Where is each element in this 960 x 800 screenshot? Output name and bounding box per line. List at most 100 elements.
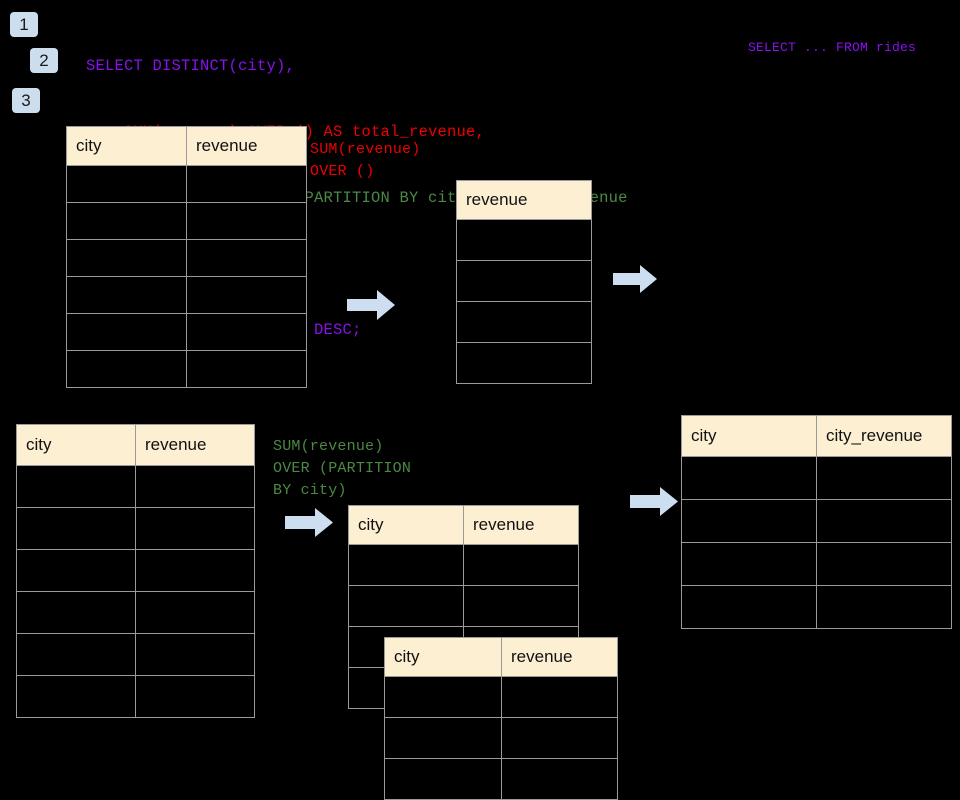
cell-revenue xyxy=(135,507,255,550)
cell-city xyxy=(16,507,136,550)
column-header-revenue: revenue xyxy=(456,180,592,220)
step-badge-3: 3 xyxy=(12,88,40,113)
table-row xyxy=(66,276,307,314)
cell-city xyxy=(16,549,136,592)
cell-city-revenue xyxy=(816,585,952,629)
cell-revenue xyxy=(501,758,618,800)
table-row xyxy=(681,499,952,543)
column-header-city: city xyxy=(348,505,464,545)
cell-city xyxy=(348,544,464,586)
table-row xyxy=(384,717,618,759)
table-row xyxy=(66,313,307,351)
cell-city-revenue xyxy=(816,499,952,543)
cell-revenue xyxy=(135,465,255,508)
table-row xyxy=(348,544,579,586)
table-header-row: city revenue xyxy=(384,637,618,677)
column-header-revenue: revenue xyxy=(135,424,255,466)
table-row xyxy=(66,165,307,203)
table-row xyxy=(456,342,592,384)
cell-city xyxy=(384,717,502,759)
cell-city xyxy=(16,465,136,508)
table-header-row: revenue xyxy=(456,180,592,220)
column-header-city: city xyxy=(16,424,136,466)
cell-revenue xyxy=(463,585,579,627)
sql-line-1: SELECT DISTINCT(city), xyxy=(86,57,296,75)
table-header-row: city revenue xyxy=(66,126,307,166)
column-header-city: city xyxy=(681,415,817,457)
arrow-source-to-total xyxy=(347,290,395,320)
table-row xyxy=(456,260,592,302)
table-row xyxy=(66,202,307,240)
cell-revenue xyxy=(135,633,255,676)
cell-city xyxy=(681,542,817,586)
cell-revenue xyxy=(135,591,255,634)
cell-revenue xyxy=(501,676,618,718)
step-badge-2: 2 xyxy=(30,48,58,73)
table-row xyxy=(16,507,255,550)
cell-city xyxy=(384,676,502,718)
table-total-revenue: revenue xyxy=(456,180,592,384)
column-header-city-revenue: city_revenue xyxy=(816,415,952,457)
cell-city xyxy=(16,591,136,634)
table-header-row: city revenue xyxy=(16,424,255,466)
column-header-revenue: revenue xyxy=(501,637,618,677)
table-partition-back: city revenue xyxy=(348,505,579,709)
table-row xyxy=(384,758,618,800)
cell-revenue xyxy=(456,301,592,343)
cell-revenue xyxy=(186,350,307,388)
column-header-city: city xyxy=(66,126,187,166)
table-result: city city_revenue xyxy=(681,415,952,629)
table-row xyxy=(16,465,255,508)
cell-city xyxy=(66,202,187,240)
cell-city-revenue xyxy=(816,542,952,586)
table-row xyxy=(16,591,255,634)
cell-revenue xyxy=(186,202,307,240)
cell-city xyxy=(348,585,464,627)
diagram-canvas: 1 2 3 SELECT DISTINCT(city), SUM(revenue… xyxy=(10,12,952,800)
column-header-revenue: revenue xyxy=(463,505,579,545)
arrow-source-to-partition xyxy=(285,508,333,537)
table-row xyxy=(16,549,255,592)
table-row xyxy=(348,585,579,627)
cell-revenue xyxy=(186,313,307,351)
cell-city xyxy=(66,276,187,314)
cell-city xyxy=(66,165,187,203)
table-row xyxy=(66,239,307,277)
cell-revenue xyxy=(456,260,592,302)
table-header-row: city city_revenue xyxy=(681,415,952,457)
table-row xyxy=(681,585,952,629)
cell-city xyxy=(384,758,502,800)
step-badge-1: 1 xyxy=(10,12,38,37)
table-header-row: city revenue xyxy=(348,505,579,545)
cell-city xyxy=(681,456,817,500)
cell-city xyxy=(681,499,817,543)
table-row xyxy=(16,675,255,718)
table-source-top: city revenue xyxy=(66,126,307,388)
cell-revenue xyxy=(501,717,618,759)
table-row xyxy=(681,456,952,500)
column-header-revenue: revenue xyxy=(186,126,307,166)
cell-revenue xyxy=(456,342,592,384)
cell-revenue xyxy=(186,239,307,277)
side-note-select-from: SELECT ... FROM rides xyxy=(748,40,917,55)
table-source-bottom: city revenue xyxy=(16,424,255,718)
table-row xyxy=(16,633,255,676)
cell-revenue xyxy=(135,549,255,592)
cell-city xyxy=(66,350,187,388)
cell-city xyxy=(681,585,817,629)
column-header-city: city xyxy=(384,637,502,677)
cell-revenue xyxy=(463,544,579,586)
cell-city xyxy=(16,675,136,718)
table-row xyxy=(456,301,592,343)
cell-revenue xyxy=(135,675,255,718)
cell-revenue xyxy=(186,165,307,203)
table-partition-front: city revenue xyxy=(384,637,618,800)
table-row xyxy=(66,350,307,388)
cell-city xyxy=(16,633,136,676)
arrow-total-to-result xyxy=(613,265,657,293)
cell-revenue xyxy=(456,219,592,261)
annotation-over-empty: SUM(revenue) OVER () xyxy=(310,141,421,180)
table-row xyxy=(384,676,618,718)
cell-revenue xyxy=(186,276,307,314)
table-row xyxy=(456,219,592,261)
